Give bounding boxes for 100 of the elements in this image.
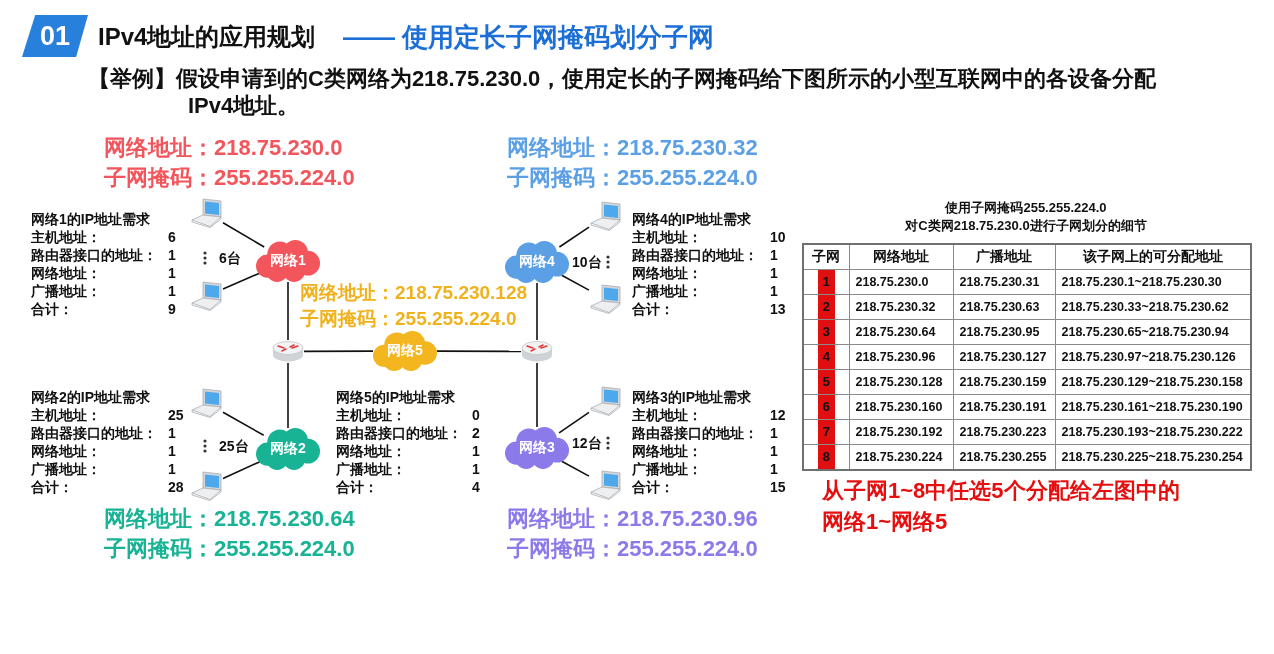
device-count: 6台: [219, 249, 241, 267]
table-cell: 218.75.230.0: [849, 269, 953, 294]
requirement-item: 主机地址：: [632, 406, 702, 424]
cloud-label: 网络2: [270, 440, 306, 458]
requirement-value: 25: [168, 406, 184, 424]
requirement-item: 主机地址：: [31, 228, 101, 246]
router-icon: [521, 340, 553, 363]
requirement-item: 路由器接口的地址：: [336, 424, 462, 442]
network-cloud: [505, 427, 569, 469]
requirement-item: 路由器接口的地址：: [31, 424, 157, 442]
header-cell: 广播地址: [953, 244, 1055, 269]
table-cell: 218.75.230.223: [953, 419, 1055, 444]
requirement-value: 1: [770, 264, 778, 282]
table-cell: 218.75.230.161~218.75.230.190: [1055, 394, 1251, 419]
note-text: 从子网1~8中任选5个分配给左图中的网络1~网络5: [822, 477, 1181, 536]
table-cell: 218.75.230.129~218.75.230.158: [1055, 369, 1251, 394]
requirement-item: 合计：: [31, 478, 73, 496]
requirement-value: 1: [770, 460, 778, 478]
table-cell: 218.75.230.97~218.75.230.126: [1055, 344, 1251, 369]
table-cell: 218.75.230.128: [849, 369, 953, 394]
requirement-item: 广播地址：: [632, 282, 702, 300]
requirement-heading: 网络2的IP地址需求: [31, 388, 150, 406]
table-cell: 218.75.230.191: [953, 394, 1055, 419]
requirement-item: 合计：: [632, 300, 674, 318]
header-cell: 子网: [803, 244, 849, 269]
laptop-icon: [190, 471, 223, 501]
requirement-item: 主机地址：: [31, 406, 101, 424]
router-icon: [272, 340, 304, 363]
requirement-item: 主机地址：: [632, 228, 702, 246]
network-cloud: [256, 240, 320, 282]
cloud-label: 网络3: [519, 439, 555, 457]
subnet-number: 3: [817, 320, 835, 343]
subnet-number: 6: [817, 395, 835, 418]
requirement-item: 网络地址：: [632, 264, 702, 282]
table-cell: 218.75.230.255: [953, 444, 1055, 470]
laptop-icon: [589, 470, 622, 500]
requirement-value: 1: [168, 282, 176, 300]
slide-title: IPv4地址的应用规划: [98, 22, 316, 52]
requirement-value: 4: [472, 478, 480, 496]
requirement-value: 1: [168, 264, 176, 282]
requirement-heading: 网络1的IP地址需求: [31, 210, 150, 228]
laptop-icon: [589, 284, 622, 314]
table-cell: 218.75.230.64: [849, 319, 953, 344]
requirement-heading: 网络4的IP地址需求: [632, 210, 751, 228]
requirement-value: 13: [770, 300, 786, 318]
network-cloud: [505, 241, 569, 283]
requirement-item: 路由器接口的地址：: [31, 246, 157, 264]
requirement-item: 合计：: [336, 478, 378, 496]
requirement-value: 1: [168, 424, 176, 442]
requirement-value: 6: [168, 228, 176, 246]
subnet-number: 7: [817, 420, 835, 443]
connection-line: [536, 362, 538, 428]
requirement-value: 12: [770, 406, 786, 424]
subnet-address-text: 网络地址：218.75.230.96: [507, 506, 758, 532]
requirement-value: 9: [168, 300, 176, 318]
requirement-value: 1: [168, 442, 176, 460]
network-cloud: [256, 428, 320, 470]
requirement-value: 2: [472, 424, 480, 442]
requirement-item: 网络地址：: [632, 442, 702, 460]
laptop-icon: [190, 198, 223, 228]
subnet-address-text: 网络地址：218.75.230.32: [507, 135, 758, 161]
subnet-number: 2: [817, 295, 835, 318]
requirement-value: 15: [770, 478, 786, 496]
connection-line: [436, 350, 522, 353]
example-text: 【举例】假设申请到的C类网络为218.75.230.0，使用定长的子网掩码给下图所示的小型互联网中的各设备分配IPv4地址。: [88, 65, 1158, 119]
subnet-number: 8: [817, 445, 835, 468]
cloud-label: 网络1: [270, 252, 306, 270]
connection-line: [536, 282, 538, 341]
subnet-number: 1: [817, 270, 835, 293]
subnet-mask-text: 子网掩码：255.255.224.0: [104, 536, 355, 562]
header-cell: 该子网上的可分配地址: [1055, 244, 1251, 269]
table-cell: 218.75.230.96: [849, 344, 953, 369]
table-cell: 218.75.230.33~218.75.230.62: [1055, 294, 1251, 319]
requirement-value: 1: [168, 460, 176, 478]
requirement-item: 网络地址：: [336, 442, 406, 460]
requirement-item: 主机地址：: [336, 406, 406, 424]
laptop-icon: [589, 201, 622, 231]
connection-line: [303, 350, 374, 353]
laptop-icon: [589, 386, 622, 416]
requirement-value: 1: [472, 442, 480, 460]
requirement-value: 1: [472, 460, 480, 478]
table-cell: 218.75.230.32: [849, 294, 953, 319]
table-cell: 218.75.230.31: [953, 269, 1055, 294]
requirement-value: 0: [472, 406, 480, 424]
requirement-item: 广播地址：: [31, 282, 101, 300]
requirement-item: 网络地址：: [31, 264, 101, 282]
subnet-mask-text: 子网掩码：255.255.224.0: [300, 307, 517, 330]
table-cell: 218.75.230.65~218.75.230.94: [1055, 319, 1251, 344]
requirement-item: 合计：: [31, 300, 73, 318]
requirement-value: 1: [168, 246, 176, 264]
table-cell: 218.75.230.159: [953, 369, 1055, 394]
requirement-item: 合计：: [632, 478, 674, 496]
subnet-number: 4: [817, 345, 835, 368]
section-number-badge: 01: [22, 15, 88, 57]
table-title: 对C类网218.75.230.0进行子网划分的细节: [905, 217, 1147, 235]
requirement-item: 路由器接口的地址：: [632, 424, 758, 442]
requirement-value: 1: [770, 282, 778, 300]
header-cell: 网络地址: [849, 244, 953, 269]
subnet-address-text: 网络地址：218.75.230.128: [300, 281, 528, 304]
table-cell: 218.75.230.127: [953, 344, 1055, 369]
